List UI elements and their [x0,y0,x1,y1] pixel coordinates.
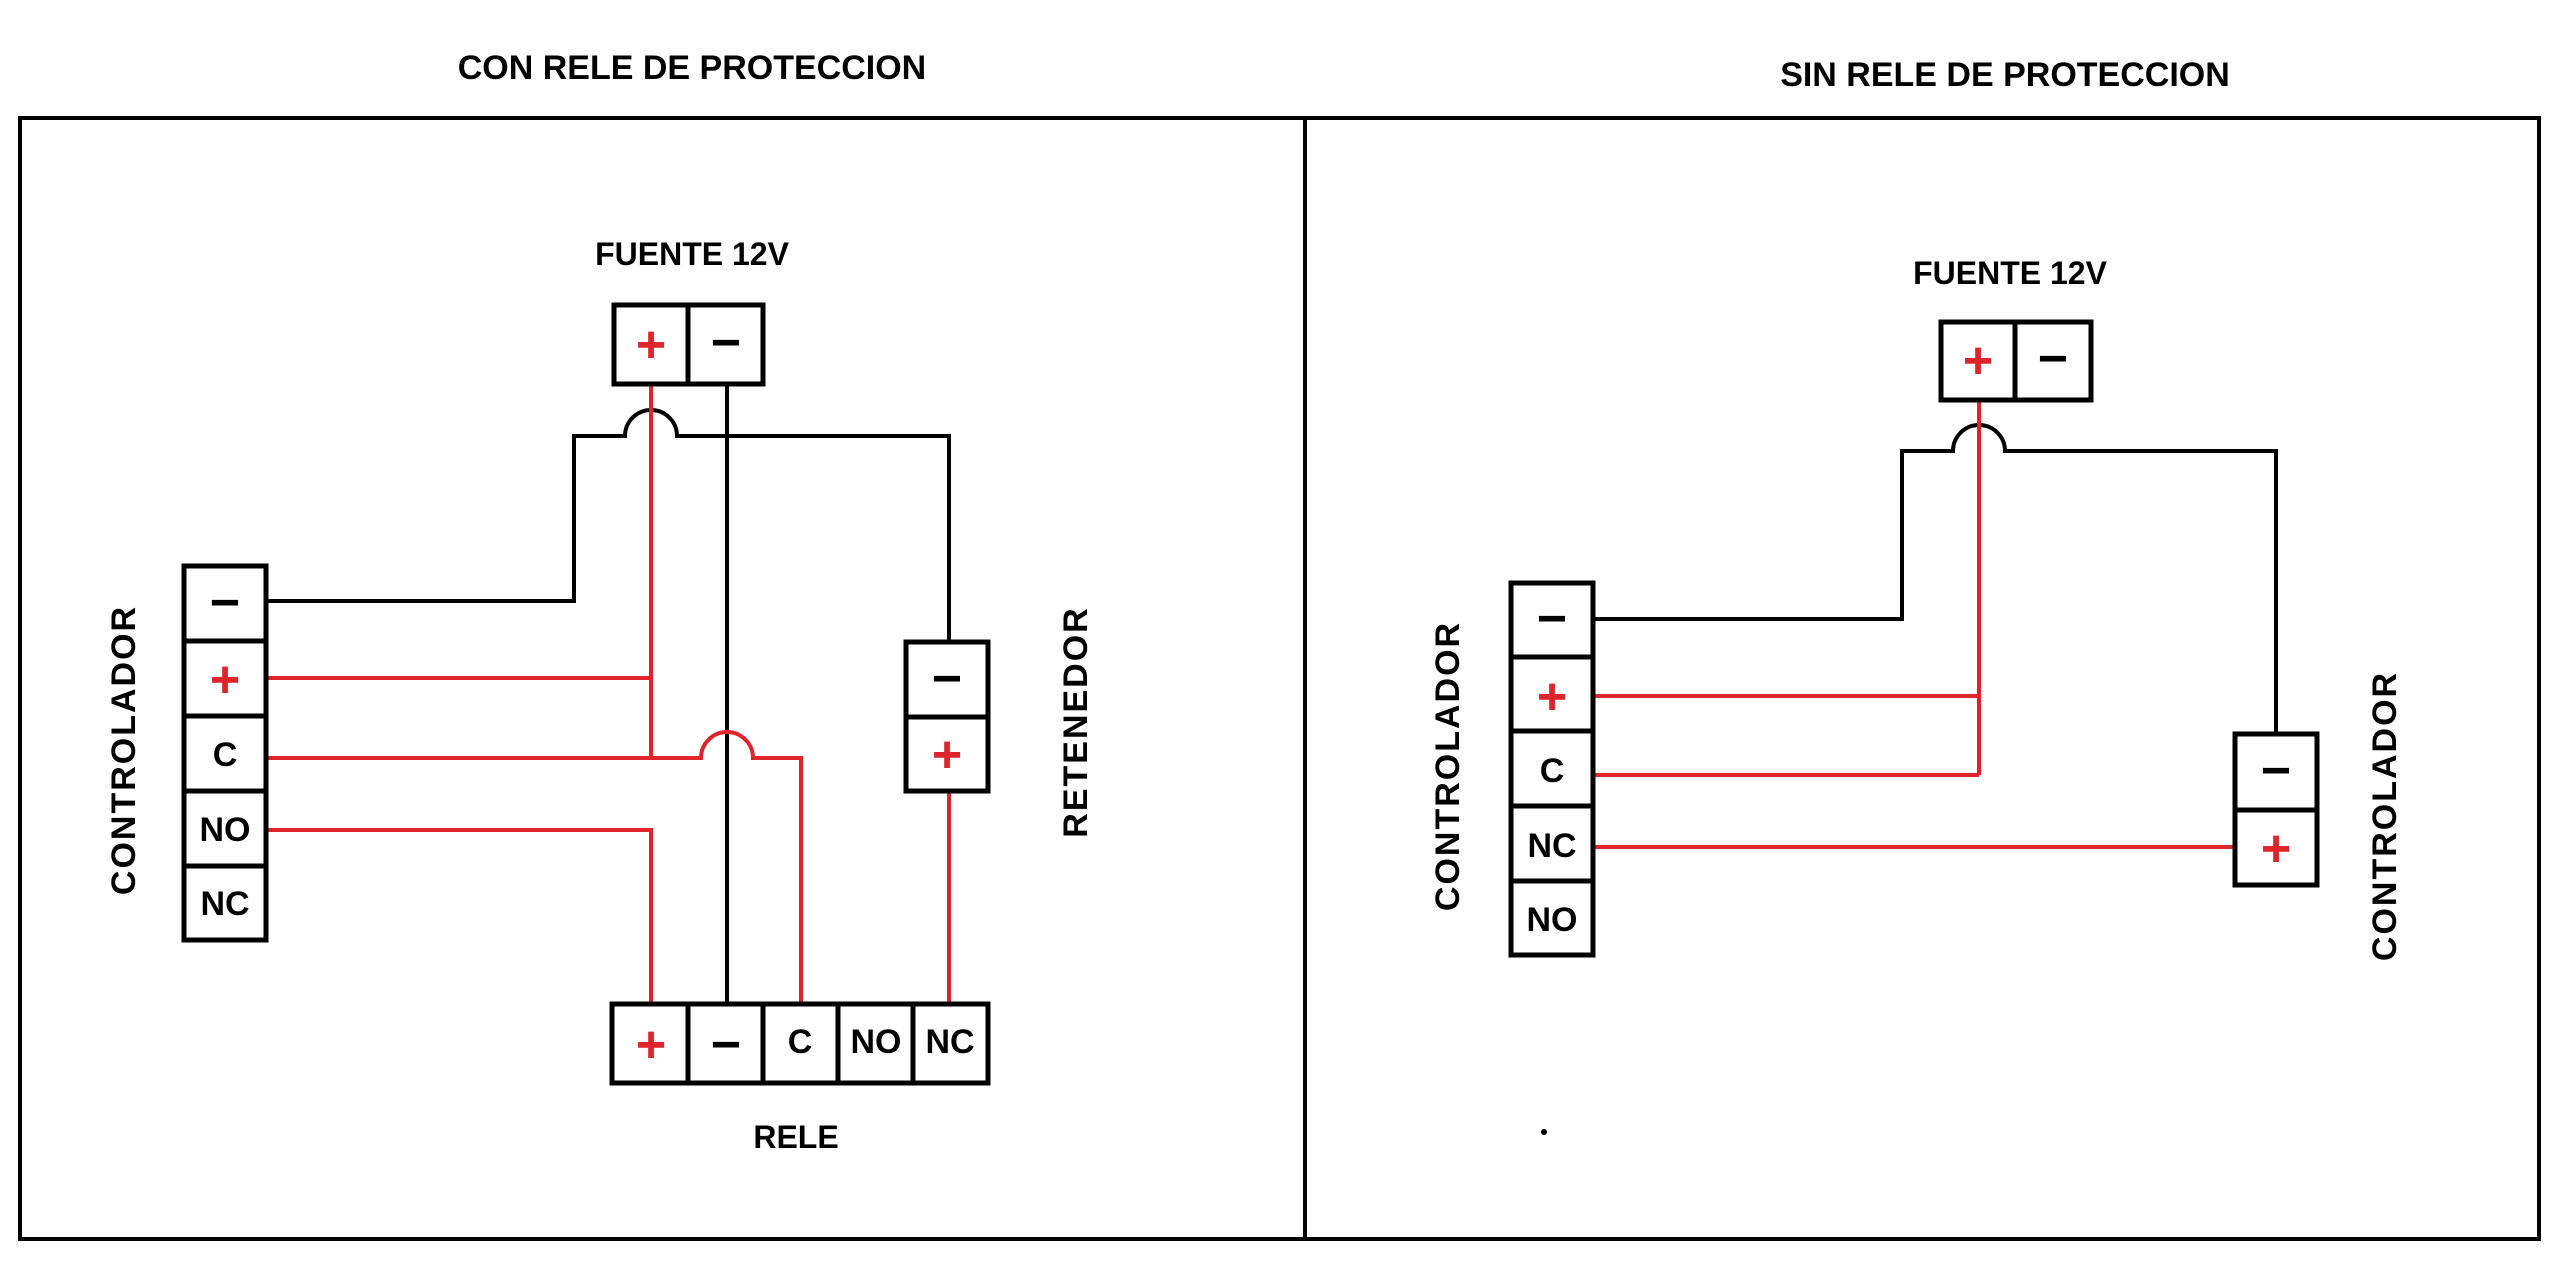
supply-terminal-block: + − [1938,319,2094,403]
supply-terminal-block: + − [611,302,766,387]
minus-icon: − [2261,742,2291,800]
plus-icon: + [636,1016,666,1074]
relay-label: RELE [753,1119,838,1155]
terminal-label-no: NO [851,1023,902,1061]
terminal-label-nc: NC [925,1023,974,1061]
plus-icon: + [1963,332,1993,390]
supply-terminal-neg [685,302,766,387]
controller-terminal-block: − + C NO NC [181,563,269,943]
plus-icon: + [210,651,240,709]
plus-icon: + [1537,668,1567,726]
controller-terminal-c [181,713,269,794]
terminal-label-nc: NC [1527,827,1576,865]
controller-terminal-neg [181,563,269,644]
minus-icon: − [711,314,741,372]
wire-negative-bus [1593,423,2278,734]
controller-terminal-no [1508,878,1596,958]
relay-terminal-block: + − C NO NC [609,1001,991,1086]
device-label: CONTROLADOR [2366,671,2404,961]
controller-label: CONTROLADOR [1429,621,1467,911]
device-terminal-neg [2232,731,2320,813]
panel-without-relay: FUENTE 12V + − CONTROLADOR − + C NC NO −… [1429,255,2404,1135]
controller-terminal-no [181,788,269,869]
device-terminal-block: − + [2232,731,2320,888]
relay-terminal-pos [609,1001,691,1086]
device-terminal-pos [2232,807,2320,888]
wires-left [266,384,951,1004]
panel-title-with-relay: CON RELE DE PROTECCION [458,49,926,87]
relay-terminal-neg [685,1001,766,1086]
retainer-label: RETENEDOR [1057,606,1095,837]
controller-label: CONTROLADOR [105,605,143,895]
wire-controller-c-to-relay-c [266,730,803,1004]
controller-terminal-block: − + C NC NO [1508,580,1596,958]
controller-terminal-nc [1508,803,1596,884]
retainer-terminal-block: − + [903,639,991,794]
relay-terminal-no [835,1001,916,1086]
minus-icon: − [1537,590,1567,648]
plus-icon: + [932,726,962,784]
wire-controller-no-to-relay-pos [266,828,653,1004]
terminal-label-no: NO [1527,901,1578,939]
minus-icon: − [932,650,962,708]
minus-icon: − [210,574,240,632]
panel-with-relay: FUENTE 12V + − CONTROLADOR − + C NO NC −… [105,236,1095,1155]
wires-right [1593,400,2278,849]
supply-label: FUENTE 12V [1913,255,2107,291]
stray-dot [1541,1129,1547,1135]
minus-icon: − [2038,330,2068,388]
wire-negative-bus [266,408,951,642]
terminal-label-no: NO [200,811,251,849]
plus-icon: + [636,316,666,374]
panel-title-without-relay: SIN RELE DE PROTECCION [1780,56,2230,94]
minus-icon: − [711,1016,741,1074]
relay-terminal-nc [910,1001,991,1086]
terminal-label-c: C [1540,752,1565,790]
retainer-terminal-pos [903,714,991,794]
controller-terminal-nc [181,863,269,943]
terminal-label-nc: NC [200,885,249,923]
plus-icon: + [2261,820,2291,878]
controller-terminal-c [1508,728,1596,809]
terminal-label-c: C [788,1023,813,1061]
terminal-label-c: C [213,736,238,774]
supply-terminal-neg [2012,319,2094,403]
outer-frame [18,116,2541,1241]
supply-label: FUENTE 12V [595,236,789,272]
controller-terminal-pos [181,638,269,719]
